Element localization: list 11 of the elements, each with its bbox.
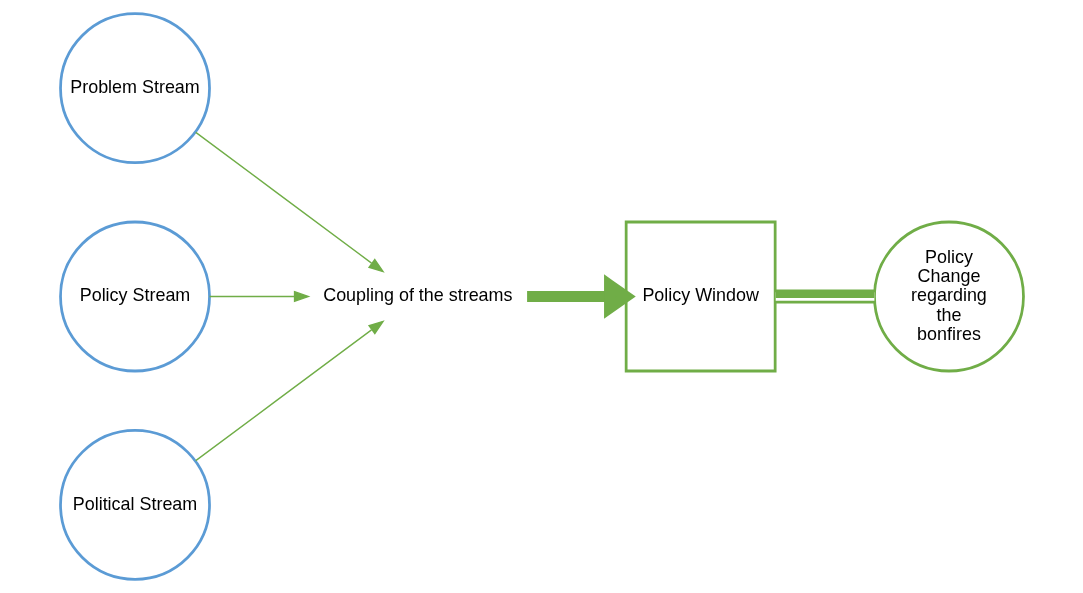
node-circle: Problem Stream bbox=[58, 12, 211, 165]
arrow bbox=[208, 290, 310, 303]
arrow bbox=[194, 320, 385, 462]
connector bbox=[775, 289, 874, 304]
node-circle: Political Stream bbox=[58, 428, 211, 581]
node-circle: Policy Stream bbox=[58, 220, 211, 373]
node-text: Coupling of the streams bbox=[322, 285, 512, 306]
arrow bbox=[526, 274, 636, 319]
arrow bbox=[194, 131, 385, 273]
node-box: Policy Window bbox=[624, 220, 777, 373]
node-circle: Policy Change regarding the bonfires bbox=[872, 220, 1025, 373]
